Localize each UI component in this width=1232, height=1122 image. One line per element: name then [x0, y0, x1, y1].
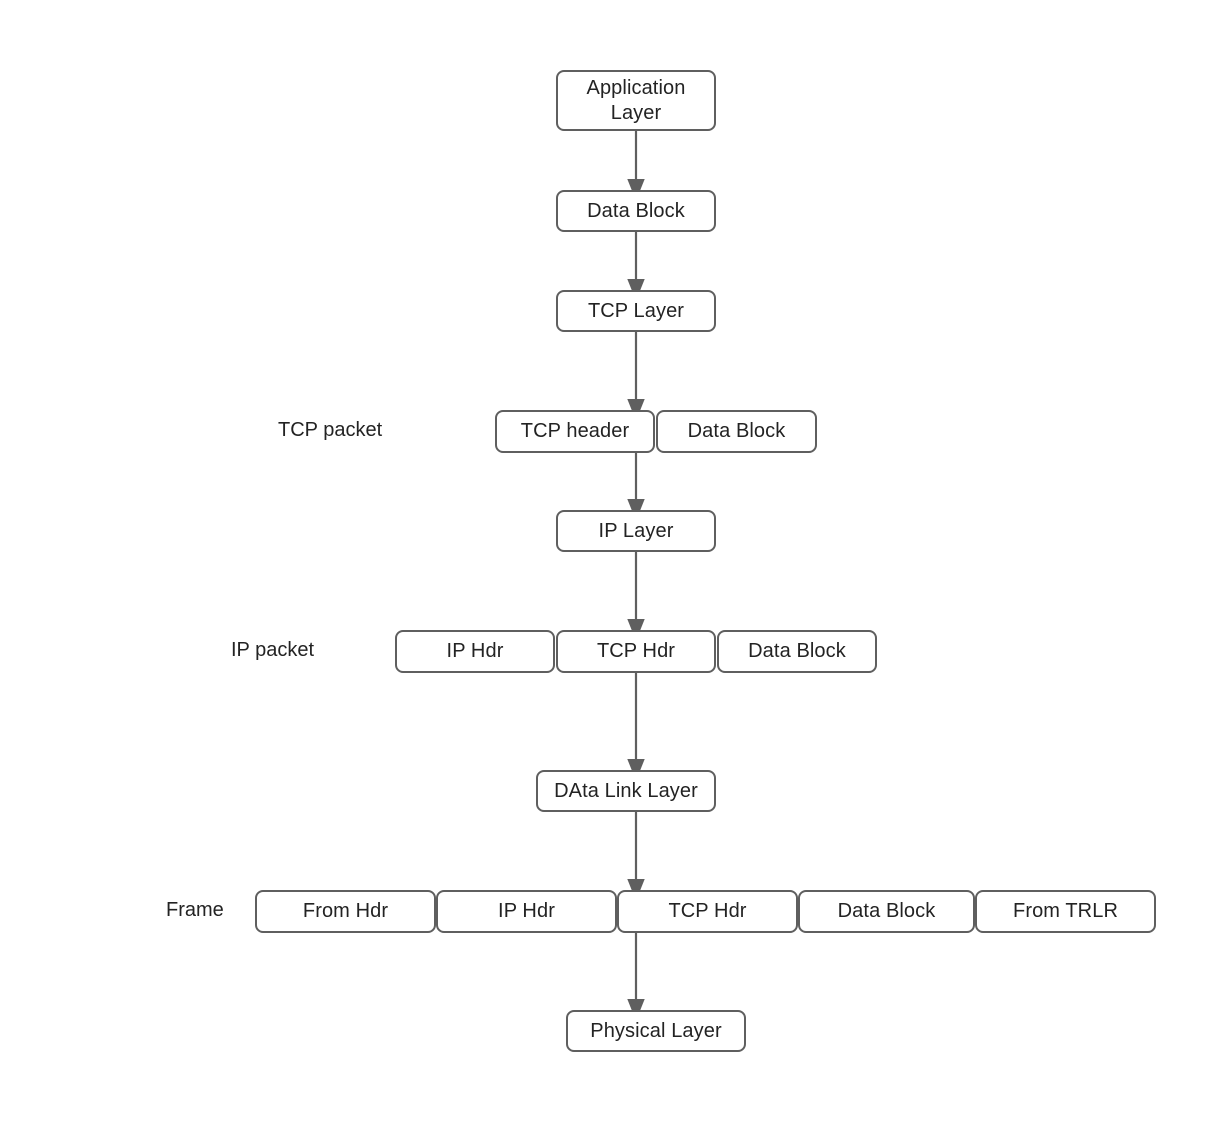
tcp-packet-segment-data-block[interactable]: Data Block: [656, 410, 817, 453]
frame-segment-data-block[interactable]: Data Block: [798, 890, 975, 933]
node-ip-layer[interactable]: IP Layer: [556, 510, 716, 552]
application-layer-label-line1: Application: [586, 76, 686, 99]
ip-packet-segment-tcp-hdr[interactable]: TCP Hdr: [556, 630, 716, 673]
node-application-layer[interactable]: Application Layer: [556, 70, 716, 131]
node-tcp-layer[interactable]: TCP Layer: [556, 290, 716, 332]
caption-frame: Frame: [166, 899, 224, 921]
node-physical-layer[interactable]: Physical Layer: [566, 1010, 746, 1052]
caption-ip-packet: IP packet: [231, 639, 315, 661]
ip-packet-segment-data-block[interactable]: Data Block: [717, 630, 877, 673]
frame-segment-tcp-hdr[interactable]: TCP Hdr: [617, 890, 798, 933]
tcp-packet-segment-tcp-header[interactable]: TCP header: [495, 410, 655, 453]
frame-segment-from-hdr[interactable]: From Hdr: [255, 890, 436, 933]
frame-segment-ip-hdr[interactable]: IP Hdr: [436, 890, 617, 933]
node-data-block[interactable]: Data Block: [556, 190, 716, 232]
frame-segment-from-trlr[interactable]: From TRLR: [975, 890, 1156, 933]
caption-tcp-packet: TCP packet: [278, 419, 383, 441]
node-data-link-layer[interactable]: DAta Link Layer: [536, 770, 716, 812]
ip-packet-segment-ip-hdr[interactable]: IP Hdr: [395, 630, 555, 673]
application-layer-label-line2: Layer: [610, 101, 662, 124]
